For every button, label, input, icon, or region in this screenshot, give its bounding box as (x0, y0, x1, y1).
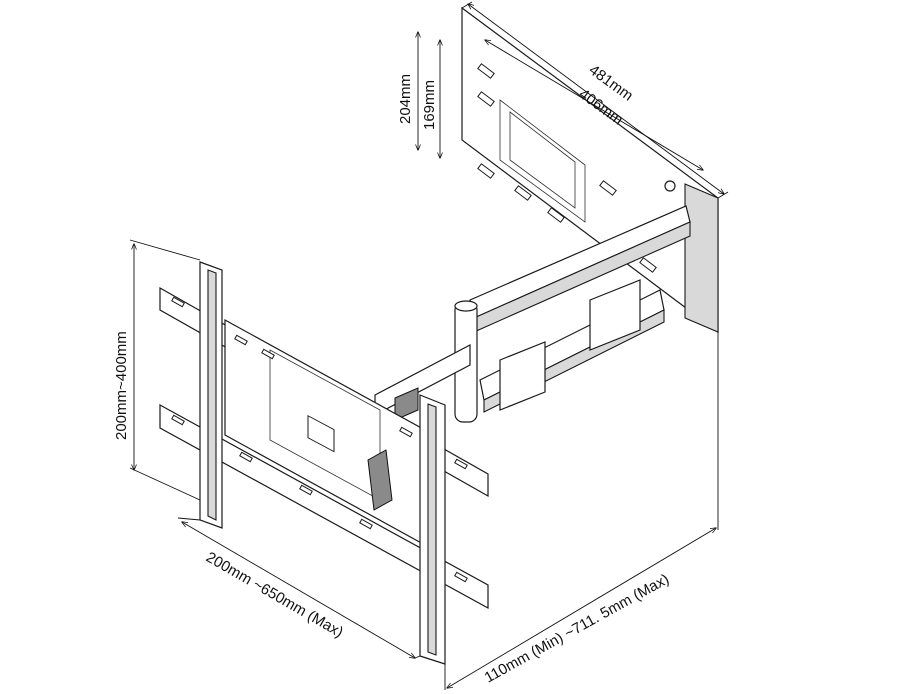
left-rail-channel (207, 269, 217, 521)
wall-plate-side-flange (684, 183, 719, 333)
locking-lever (367, 449, 393, 511)
dim-extension-label: 110mm (Min) ~711. 5mm (Max) (482, 571, 672, 687)
right-rail-channel (427, 403, 437, 656)
articulating-arms (374, 205, 691, 423)
dim-406-line (485, 40, 703, 170)
wall-plate-bolt (664, 180, 676, 192)
dim-vesa-horizontal-line (182, 522, 415, 658)
center-plate-hole (307, 415, 335, 453)
dim-extension-line (447, 528, 716, 688)
arm-sleeve-2 (499, 341, 546, 411)
dimension-lines (129, 1, 729, 690)
dim-vesa-vertical-label: 200mm~400mm (113, 331, 130, 440)
arm-sleeve-1 (589, 279, 641, 351)
tv-bracket (159, 261, 489, 665)
wall-plate-body (461, 6, 719, 334)
tilt-knob (394, 387, 419, 421)
wall-plate (461, 6, 719, 334)
dim-204-label: 204mm (397, 74, 414, 124)
dim-vesa-horizontal-label: 200mm ~650mm (Max) (203, 549, 346, 641)
pivot-cap (454, 300, 478, 312)
dim-169-label: 169mm (421, 80, 438, 130)
